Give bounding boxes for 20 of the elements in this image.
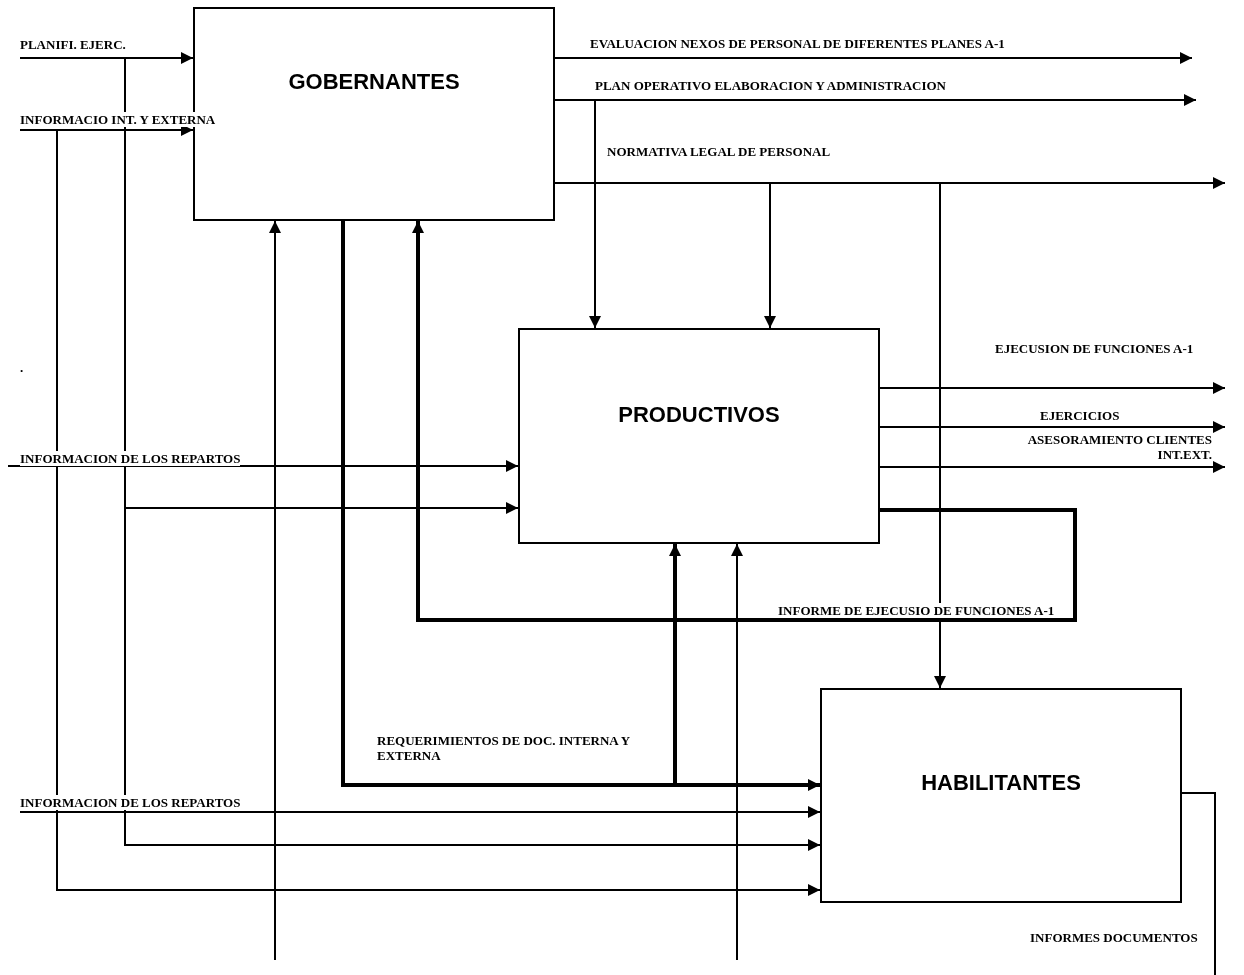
arrow <box>7 460 519 472</box>
arrow <box>269 220 281 961</box>
box-title: GOBERNANTES <box>287 69 461 95</box>
process-box <box>518 328 880 544</box>
edge-label: INFORME DE EJECUSIO DE FUNCIONES A-1 <box>778 603 1055 618</box>
arrow <box>554 52 1193 64</box>
arrow <box>731 543 743 961</box>
arrow <box>19 806 821 818</box>
arrow <box>879 421 1226 433</box>
edge-label: INFORMACION DE LOS REPARTOS <box>20 795 241 810</box>
box-title: HABILITANTES <box>920 770 1082 796</box>
arrow <box>879 461 1226 473</box>
edge-label: INFORMACION DE LOS REPARTOS <box>20 451 241 466</box>
edge-label: INFORMACIO INT. Y EXTERNA <box>20 112 216 127</box>
box-title: PRODUCTIVOS <box>617 402 781 428</box>
arrow <box>879 382 1226 394</box>
connector-line <box>1181 792 1216 975</box>
arrow <box>554 99 601 329</box>
arrow <box>412 221 1077 622</box>
process-box <box>820 688 1182 903</box>
